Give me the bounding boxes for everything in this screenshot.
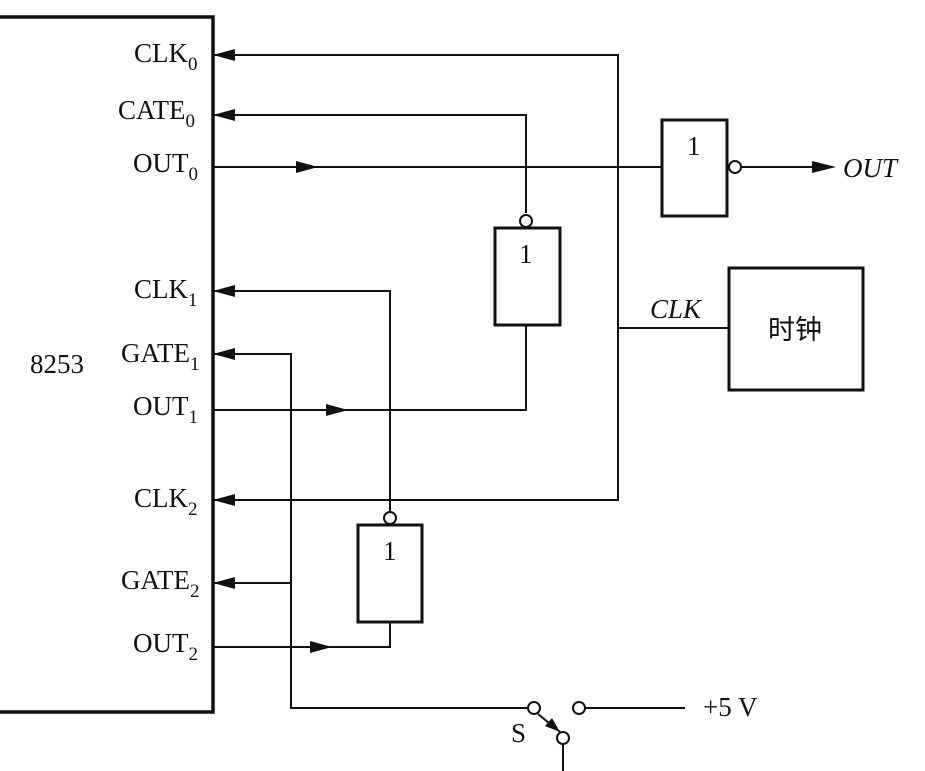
gate-line-wire [213,353,527,709]
arrow-clk0 [213,49,235,61]
middle-inverter-label: 1 [519,239,533,269]
clk-line-label: CLK [650,294,703,324]
pin-out0-label: OUT0 [133,148,198,185]
pin-gate1-label: GATE1 [121,338,200,375]
arrow-gate0 [213,109,235,121]
arrow-out [812,161,836,173]
clk1-wire [213,290,391,511]
chip-outline [0,15,215,714]
pin-clk2-label: CLK2 [134,483,198,520]
out1-wire [213,325,527,411]
switch-lever-arrow [545,718,560,732]
gate0-wire [213,114,527,213]
lower-inverter-bubble [383,511,397,525]
switch-pivot [556,731,570,745]
clock-box-label: 时钟 [768,315,822,346]
arrow-clk2 [213,494,235,506]
output-inverter-gate [660,118,729,218]
arrow-gate2 [213,577,235,589]
switch-label: S [511,718,526,748]
clk-bus-wire [213,54,619,501]
arrow-clk1 [213,285,235,297]
pin-clk0-label: CLK0 [134,38,198,75]
arrow-out1 [326,404,348,416]
output-inverter-label: 1 [687,131,701,161]
arrow-out0 [296,161,318,173]
lower-inverter-label: 1 [383,536,397,566]
pin-gate0-label: CATE0 [118,95,195,132]
pin-out1-label: OUT1 [133,391,198,428]
switch-contact-right [572,701,586,715]
pin-gate2-label: GATE2 [121,565,200,602]
clock-box [727,266,865,392]
middle-inverter-gate [493,226,562,327]
arrow-out2 [310,641,332,653]
pin-labels: CLK0 CATE0 OUT0 CLK1 GATE1 OUT1 CLK2 GAT… [118,38,200,665]
lower-inverter-gate [356,523,424,624]
supply-label: +5 V [703,692,758,722]
output-inverter-bubble [728,160,742,174]
pin-out2-label: OUT2 [133,628,198,665]
arrow-gate1 [213,348,235,360]
out2-wire [213,622,391,648]
middle-inverter-bubble [519,214,533,228]
chip-label: 8253 [30,349,84,379]
out-label: OUT [843,153,899,183]
pin-clk1-label: CLK1 [134,274,198,311]
switch-contact-left [527,701,541,715]
